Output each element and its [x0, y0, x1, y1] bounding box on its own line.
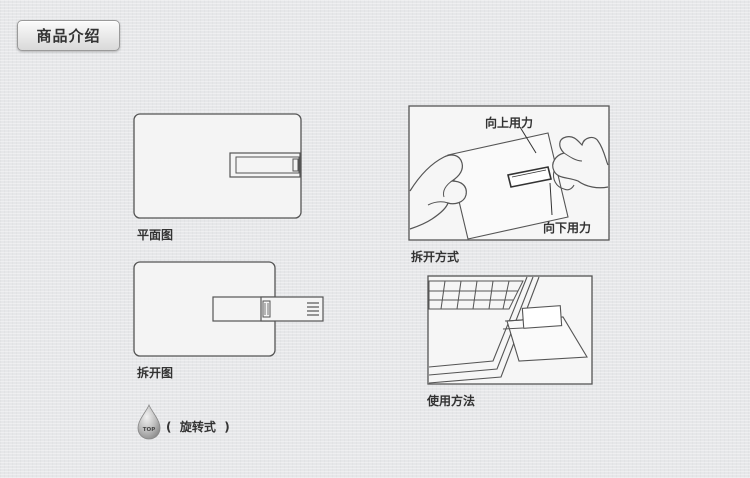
pull-down-pointer	[549, 182, 553, 216]
card-shape	[447, 132, 569, 240]
rotate-type-text: 旋转式	[179, 420, 216, 434]
rotate-type-label: ( 旋转式 )	[166, 418, 230, 435]
plan-view-diagram	[133, 113, 302, 219]
usb-latch	[292, 158, 299, 172]
open-method-diagram	[408, 105, 610, 241]
paren-close: )	[224, 420, 230, 434]
section-title-label: 商品介绍	[36, 27, 101, 45]
open-method-caption: 拆开方式	[411, 250, 460, 264]
keyboard-grid	[428, 280, 524, 310]
top-badge-text: TOP	[143, 427, 155, 433]
top-drop-icon[interactable]: TOP	[136, 404, 162, 440]
usage-caption: 使用方法	[427, 394, 476, 408]
right-hand	[552, 136, 609, 189]
usb-tab	[235, 156, 300, 174]
pull-up-pointer	[519, 126, 537, 154]
plan-view-caption: 平面图	[137, 228, 174, 242]
pull-up-label: 向上用力	[485, 116, 534, 130]
pull-down-label: 向下用力	[543, 221, 592, 235]
card-outline	[133, 113, 302, 219]
section-title-button[interactable]: 商品介绍	[17, 20, 120, 51]
usb-tab	[507, 166, 552, 188]
usb-contacts	[307, 302, 319, 316]
left-hand	[409, 154, 467, 230]
open-view-caption: 拆开图	[137, 366, 174, 380]
usage-diagram	[427, 275, 593, 385]
usb-connector	[521, 305, 563, 329]
usb-latch	[262, 300, 271, 318]
usb-slot	[229, 152, 301, 178]
paren-open: (	[166, 420, 172, 434]
open-view-diagram	[133, 261, 324, 357]
usb-connector	[260, 296, 324, 322]
card-outline	[133, 261, 276, 357]
